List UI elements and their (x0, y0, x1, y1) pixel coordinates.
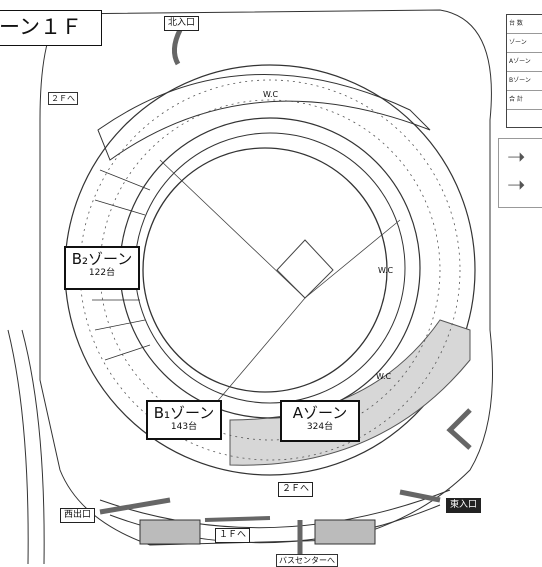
right-arrow-icon: ➝ (507, 173, 526, 198)
zone-b2-label: B₂ゾーン 122台 (64, 246, 140, 290)
west-exit-arrow (99, 497, 171, 515)
zone-b1-count: 143台 (170, 422, 198, 432)
left-road (7, 329, 45, 564)
right-arrow-icon: ➝ (507, 145, 526, 170)
east-entrance-label: 東入口 (446, 498, 482, 513)
stand-seats-left (92, 169, 151, 361)
bus-center-label: バスセンターへ (276, 554, 338, 567)
restroom-label-north: W.C (263, 90, 279, 99)
zone-b1-label: B₁ゾーン 143台 (146, 400, 222, 440)
zone-b2-count: 122台 (88, 268, 116, 278)
zone-b2-name: B₂ゾーン (71, 250, 133, 268)
to-2f-label-left: ２Ｆへ (48, 92, 78, 105)
north-entrance-label: 北入口 (164, 16, 200, 31)
restroom-label-southeast: W.C (376, 372, 392, 381)
parking-ring-outer (79, 79, 461, 461)
page-title: ーン１Ｆ (0, 10, 102, 46)
legend-table: 台 数 ゾーン Aゾーン Bゾーン 合 計 (506, 14, 542, 128)
zone-b1-name: B₁ゾーン (153, 404, 215, 422)
parking-ring-mid (99, 99, 441, 441)
zone-a-label: Aゾーン 324台 (280, 400, 360, 442)
zone-a-count: 324台 (306, 422, 334, 432)
site-boundary (39, 9, 493, 546)
west-exit-label: 西出口 (60, 508, 96, 523)
legend-row-zone: ゾーン (507, 34, 542, 53)
north-ramp (172, 28, 183, 66)
upper-stand (97, 74, 431, 161)
zone-a-name: Aゾーン (292, 404, 348, 422)
to-1f-label: １Ｆへ (215, 528, 251, 543)
to-2f-label-bottom: ２Ｆへ (278, 482, 314, 497)
stair-block-right (314, 519, 376, 545)
legend-total: 合 計 (507, 91, 542, 110)
east-ramp-arrow (446, 408, 472, 450)
direction-arrows-panel: ➝ ➝ (498, 138, 542, 208)
field (142, 147, 388, 393)
legend-row-a: Aゾーン (507, 53, 542, 72)
legend-row-b: Bゾーン (507, 72, 542, 91)
stair-block-left (139, 519, 201, 545)
to-1f-arrow (204, 516, 271, 522)
east-entrance-arrow (399, 489, 441, 503)
restroom-label-east: W.C (378, 266, 394, 275)
foul-lines (159, 159, 401, 411)
legend-header: 台 数 (507, 15, 542, 34)
